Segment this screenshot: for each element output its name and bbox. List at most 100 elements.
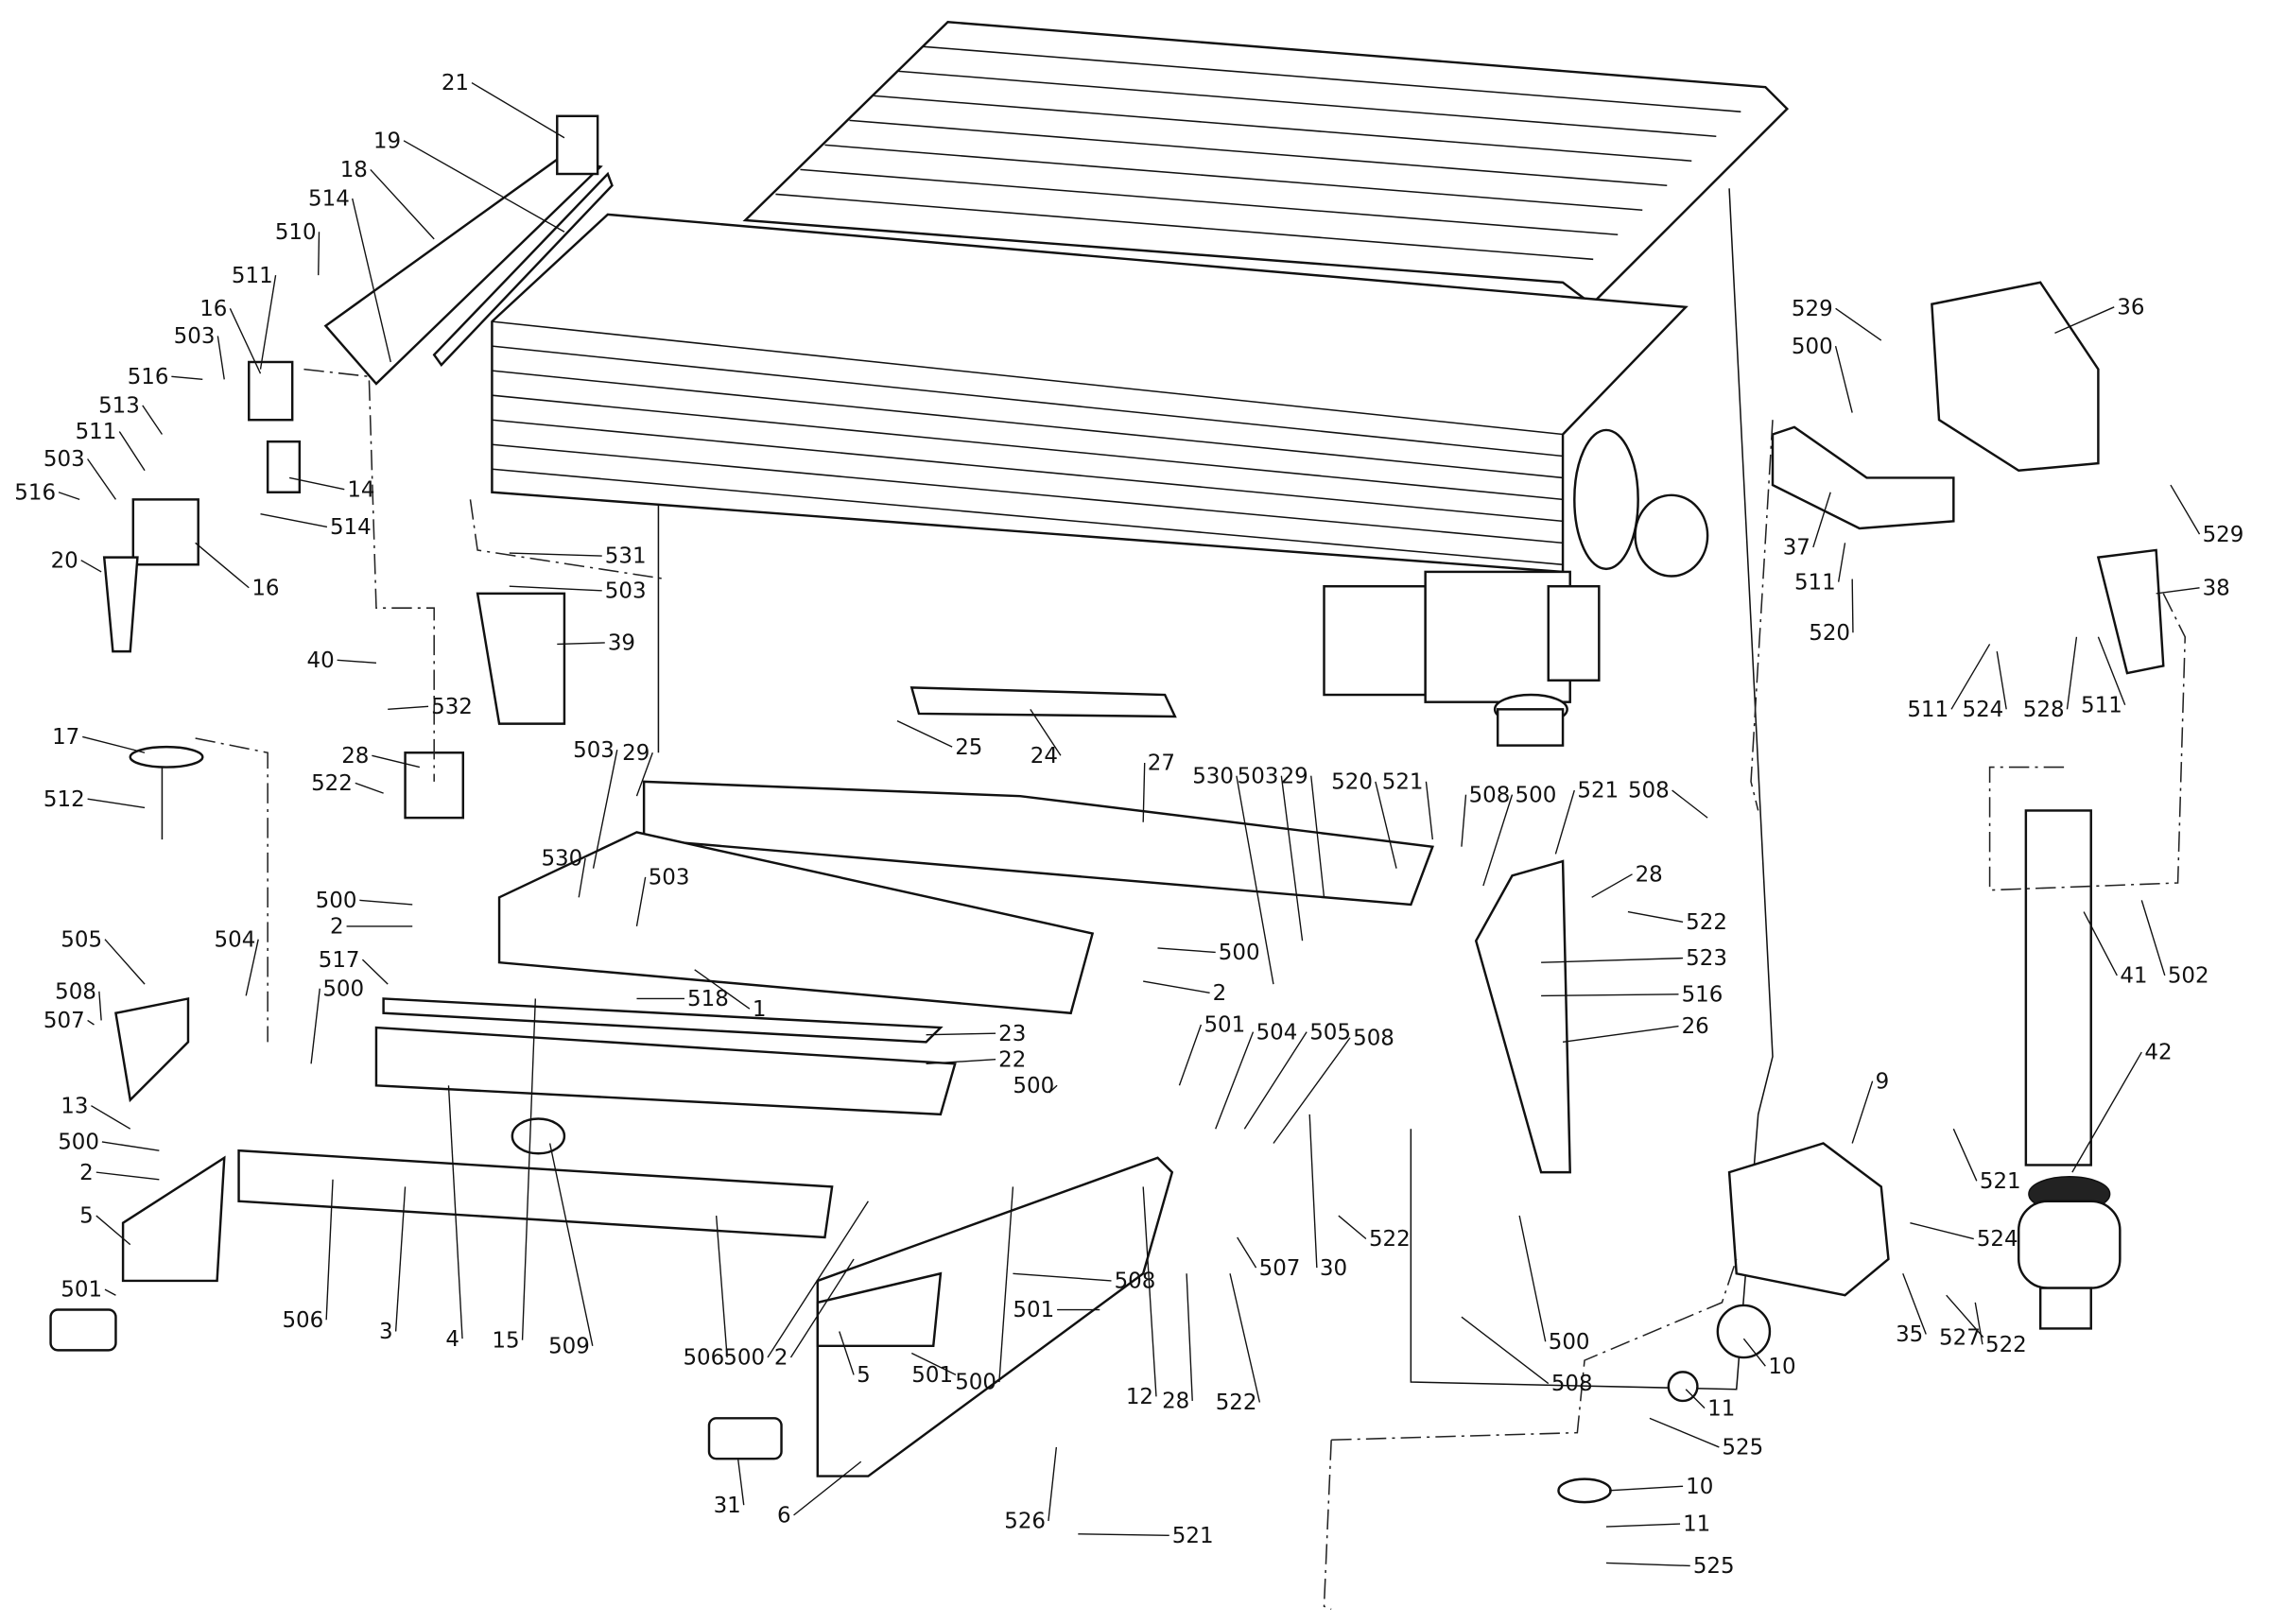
part-number-label: 514 bbox=[308, 187, 350, 212]
leader-line bbox=[1605, 1523, 1681, 1528]
part-number-label: 503 bbox=[1238, 764, 1279, 788]
part-number-label: 9 bbox=[1876, 1069, 1890, 1094]
part-number-label: 506 bbox=[683, 1346, 724, 1371]
part-number-label: 501 bbox=[1013, 1298, 1054, 1322]
part-number-label: 527 bbox=[1939, 1325, 1981, 1350]
part-number-label: 516 bbox=[128, 365, 169, 389]
leader-line bbox=[1229, 1273, 1261, 1403]
leader-line bbox=[1078, 1533, 1169, 1536]
leader-line bbox=[1946, 1294, 1984, 1339]
part-number-label: 525 bbox=[1693, 1554, 1735, 1579]
part-number-label: 511 bbox=[2081, 693, 2122, 717]
leader-line bbox=[2097, 636, 2126, 705]
part-number-label: 16 bbox=[251, 576, 279, 600]
leader-line bbox=[310, 988, 320, 1064]
leader-line bbox=[1609, 1485, 1684, 1492]
part-number-label: 1 bbox=[753, 997, 767, 1022]
leader-line bbox=[104, 939, 146, 985]
part-number-label: 516 bbox=[1682, 983, 1723, 1008]
leader-line bbox=[91, 1105, 131, 1130]
main-table-top bbox=[742, 21, 1790, 306]
part-number-label: 2 bbox=[79, 1161, 94, 1185]
leader-line bbox=[1186, 1273, 1193, 1401]
leader-line bbox=[171, 375, 203, 381]
leader-line bbox=[2054, 306, 2115, 334]
part-number-label: 11 bbox=[1707, 1396, 1735, 1421]
leader-line bbox=[1835, 307, 1882, 341]
part-number-label: 39 bbox=[608, 631, 635, 656]
leader-line bbox=[229, 308, 262, 374]
part-number-label: 20 bbox=[51, 548, 78, 573]
part-number-label: 507 bbox=[43, 1009, 85, 1033]
part-number-label: 500 bbox=[316, 889, 357, 913]
leader-line bbox=[1837, 543, 1846, 582]
leader-line bbox=[260, 513, 328, 528]
leader-line bbox=[1013, 1272, 1112, 1282]
leader-line bbox=[80, 560, 102, 573]
part-number-label: 3 bbox=[379, 1320, 393, 1344]
part-number-label: 525 bbox=[1722, 1436, 1763, 1460]
part-number-label: 508 bbox=[55, 979, 96, 1004]
part-number-label: 500 bbox=[1549, 1330, 1590, 1355]
part-number-label: 501 bbox=[61, 1278, 102, 1303]
part-number-label: 531 bbox=[605, 544, 647, 569]
part-number-label: 508 bbox=[1628, 779, 1670, 803]
leader-line bbox=[1308, 1114, 1318, 1269]
part-number-label: 500 bbox=[1792, 335, 1833, 359]
leader-line bbox=[1236, 775, 1274, 985]
leader-line bbox=[447, 1085, 463, 1339]
leader-line bbox=[82, 735, 146, 753]
part-number-label: 5 bbox=[857, 1363, 871, 1388]
fence-assembly bbox=[49, 114, 783, 1460]
part-number-label: 521 bbox=[1980, 1169, 2021, 1194]
part-number-label: 10 bbox=[1768, 1355, 1795, 1379]
leader-line bbox=[2140, 900, 2166, 976]
leader-line bbox=[1910, 1222, 1974, 1240]
part-number-label: 28 bbox=[341, 744, 369, 769]
part-number-label: 520 bbox=[1809, 621, 1850, 646]
leader-line bbox=[471, 81, 565, 139]
part-number-label: 509 bbox=[548, 1334, 590, 1358]
leader-line bbox=[1273, 1037, 1351, 1144]
leader-line bbox=[1562, 1025, 1679, 1044]
part-number-label: 522 bbox=[1985, 1333, 2027, 1357]
leader-line bbox=[101, 1141, 160, 1151]
part-number-label: 508 bbox=[1551, 1372, 1593, 1396]
leader-line bbox=[793, 1460, 862, 1516]
leader-line bbox=[1742, 1338, 1766, 1367]
leader-line bbox=[509, 585, 602, 592]
part-number-label: 28 bbox=[1162, 1390, 1189, 1414]
part-number-label: 522 bbox=[1686, 910, 1727, 935]
leader-line bbox=[789, 1258, 855, 1358]
leader-line bbox=[1554, 789, 1575, 855]
leader-line bbox=[1143, 980, 1210, 994]
part-number-label: 514 bbox=[330, 515, 372, 540]
assembly-lines bbox=[195, 368, 2186, 1611]
part-number-label: 10 bbox=[1686, 1475, 1713, 1499]
part-number-label: 503 bbox=[43, 447, 85, 472]
leader-lines bbox=[58, 81, 2201, 1567]
part-number-label: 506 bbox=[282, 1308, 323, 1333]
part-number-label: 25 bbox=[955, 735, 982, 760]
leader-line bbox=[1851, 1080, 1874, 1144]
leader-line bbox=[361, 959, 389, 985]
part-number-label: 512 bbox=[43, 787, 85, 812]
part-number-label: 12 bbox=[1126, 1385, 1153, 1409]
leader-line bbox=[998, 1186, 1014, 1383]
part-number-label: 529 bbox=[1792, 297, 1833, 321]
leader-line bbox=[592, 750, 618, 869]
leader-line bbox=[1142, 762, 1146, 822]
leader-line bbox=[355, 782, 384, 794]
part-number-label: 521 bbox=[1577, 779, 1619, 803]
leader-line bbox=[1142, 1186, 1157, 1397]
leader-line bbox=[1215, 1031, 1255, 1130]
leader-line bbox=[1461, 1316, 1550, 1385]
part-number-label: 28 bbox=[1636, 862, 1663, 887]
leader-line bbox=[1178, 1024, 1203, 1086]
leader-line bbox=[2071, 1051, 2142, 1173]
part-number-label: 500 bbox=[1013, 1074, 1054, 1098]
leader-line bbox=[1541, 957, 1684, 963]
part-number-label: 17 bbox=[52, 725, 79, 750]
leader-line bbox=[2156, 587, 2200, 595]
leader-line bbox=[318, 232, 320, 276]
